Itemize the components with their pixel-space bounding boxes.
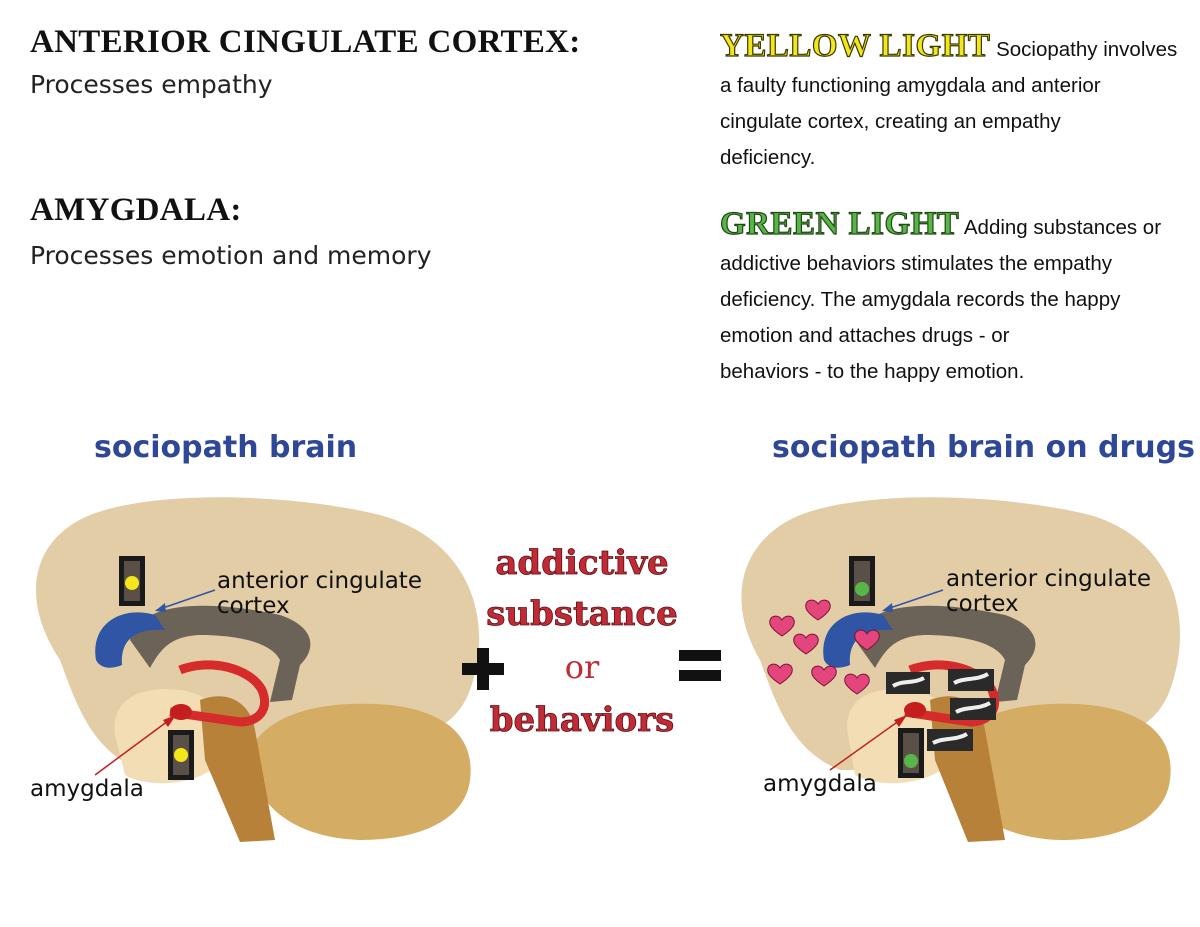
- equation-behaviors: behaviors: [489, 700, 675, 741]
- heart-1: [805, 599, 831, 621]
- left-amygdala-yellow-light: [174, 748, 188, 762]
- left-amygdala-node: [170, 704, 192, 720]
- green-line-4: behaviors - to the happy emotion.: [720, 360, 1025, 383]
- left-brainstem: [200, 696, 275, 842]
- amygdala-description: Processes emotion and memory: [30, 241, 432, 270]
- drug-image-3: [950, 698, 996, 720]
- left-corpus-callosum: [130, 605, 311, 702]
- left-amygdala-arc: [169, 660, 269, 727]
- left-cerebellum: [250, 703, 471, 840]
- amygdala-term: AMYGDALA:: [30, 192, 242, 228]
- heart-2: [769, 615, 795, 637]
- yellow-line-2: cingulate cortex, creating an empathy: [720, 110, 1061, 133]
- right-corpus-callosum: [855, 605, 1036, 702]
- right-amygdala-arrow: [829, 717, 904, 771]
- right-acc-arrow: [883, 589, 944, 611]
- equation-or: or: [564, 648, 600, 686]
- green-light-title: GREEN LIGHT: [719, 205, 960, 242]
- left-amygdala-arrow: [94, 717, 173, 776]
- heart-5: [767, 663, 793, 685]
- drug-image-4: [927, 729, 973, 751]
- green-line-3: emotion and attaches drugs - or: [720, 324, 1010, 347]
- drug-image-2: [948, 669, 994, 691]
- left-acc-shape: [95, 612, 165, 668]
- equation-addictive: addictive: [495, 543, 669, 584]
- heart-7: [844, 673, 870, 695]
- yellow-light-paragraph: YELLOW LIGHT Sociopathy involves a fault…: [719, 27, 1190, 176]
- green-light-paragraph: GREEN LIGHT Adding substances or addicti…: [719, 205, 1195, 390]
- right-amygdala-label: amygdala: [763, 771, 877, 797]
- left-acc-arrow: [156, 589, 216, 611]
- left-amygdala-label: amygdala: [30, 776, 144, 802]
- acc-description: Processes empathy: [30, 70, 273, 99]
- right-acc-label: anterior cingulate cortex: [946, 566, 1151, 617]
- acc-term: ANTERIOR CINGULATE CORTEX:: [30, 24, 581, 60]
- equation-substance: substance: [486, 594, 678, 635]
- green-line-0: Adding substances or: [959, 216, 1162, 239]
- right-acc-shape: [823, 612, 893, 668]
- right-amygdala-node: [904, 702, 926, 718]
- green-line-1: addictive behaviors stimulates the empat…: [720, 252, 1112, 275]
- heart-3: [793, 633, 819, 655]
- yellow-line-3: deficiency.: [720, 146, 816, 169]
- left-brain-title: sociopath brain: [94, 430, 358, 465]
- green-line-2: deficiency. The amygdala records the hap…: [720, 288, 1121, 311]
- heart-6: [811, 665, 837, 687]
- left-acc-yellow-light: [125, 576, 139, 590]
- right-brain-title: sociopath brain on drugs: [772, 430, 1195, 465]
- right-acc-green-light: [855, 582, 869, 596]
- yellow-line-0: Sociopathy involves: [990, 38, 1178, 61]
- right-amygdala-green-light: [904, 754, 918, 768]
- yellow-light-title: YELLOW LIGHT: [719, 27, 991, 64]
- yellow-line-1: a faulty functioning amygdala and anteri…: [720, 74, 1101, 97]
- left-acc-label: anterior cingulate cortex: [217, 568, 422, 619]
- heart-4: [854, 629, 880, 651]
- right-cerebellum: [950, 703, 1171, 840]
- drug-image-1: [886, 672, 930, 694]
